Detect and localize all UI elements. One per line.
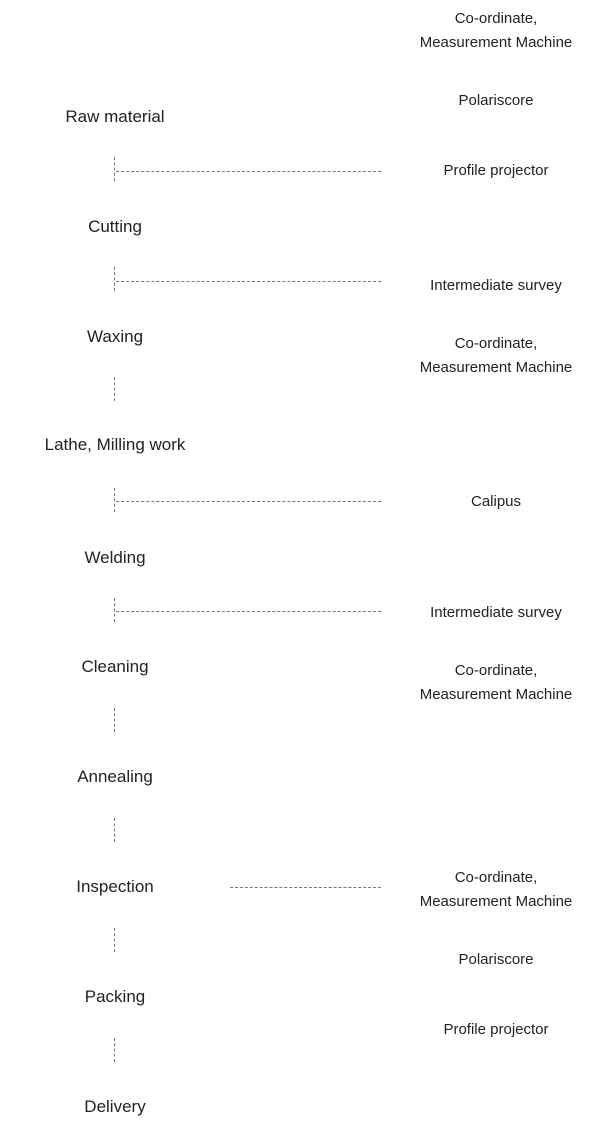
branch-calipus: [116, 501, 381, 502]
step-lathe-milling: Lathe, Milling work: [44, 435, 186, 454]
connector-inspection-packing: [114, 928, 115, 952]
tool-polariscore-2: Polariscore: [458, 951, 534, 968]
tool-cmm-top: Co-ordinate, Measurement Machine: [398, 7, 594, 55]
connector-packing-delivery: [114, 1038, 115, 1062]
connector-lathe-welding: [114, 488, 115, 512]
connector-raw-cutting: [114, 157, 115, 181]
tool-profile-projector-1: Profile projector: [443, 162, 549, 179]
tool-cmm-b: Co-ordinate, Measurement Machine: [398, 332, 594, 380]
step-annealing: Annealing: [77, 767, 153, 786]
branch-profile-projector: [116, 171, 381, 172]
tool-intermediate-survey-1: Intermediate survey: [430, 277, 562, 294]
tool-profile-projector-2: Profile projector: [443, 1021, 549, 1038]
step-welding: Welding: [84, 548, 146, 567]
branch-intermediate-survey-1: [116, 281, 381, 282]
tool-cmm-c: Co-ordinate, Measurement Machine: [398, 659, 594, 707]
step-cutting: Cutting: [88, 217, 142, 236]
tool-line: Measurement Machine: [419, 686, 573, 703]
step-delivery: Delivery: [84, 1097, 146, 1116]
tool-line: Measurement Machine: [419, 359, 573, 376]
tool-line: Co-ordinate,: [454, 10, 538, 27]
tool-polariscore-1: Polariscore: [458, 92, 534, 109]
connector-welding-cleaning: [114, 598, 115, 622]
tool-line: Measurement Machine: [419, 893, 573, 910]
step-raw-material: Raw material: [65, 107, 165, 126]
connector-cleaning-annealing: [114, 708, 115, 732]
connector-annealing-inspection: [114, 818, 115, 842]
tool-line: Co-ordinate,: [454, 662, 538, 679]
connector-waxing-lathe: [114, 377, 115, 401]
tool-calipus: Calipus: [470, 493, 522, 510]
step-cleaning: Cleaning: [81, 657, 149, 676]
step-inspection: Inspection: [76, 877, 154, 896]
connector-cutting-waxing: [114, 267, 115, 291]
tool-line: Measurement Machine: [419, 34, 573, 51]
tool-line: Co-ordinate,: [454, 335, 538, 352]
tool-intermediate-survey-2: Intermediate survey: [430, 604, 562, 621]
branch-intermediate-survey-2: [116, 611, 381, 612]
step-packing: Packing: [84, 987, 146, 1006]
tool-cmm-d: Co-ordinate, Measurement Machine: [398, 866, 594, 914]
tool-line: Co-ordinate,: [454, 869, 538, 886]
branch-inspection-tools: [230, 887, 381, 888]
step-waxing: Waxing: [86, 327, 144, 346]
